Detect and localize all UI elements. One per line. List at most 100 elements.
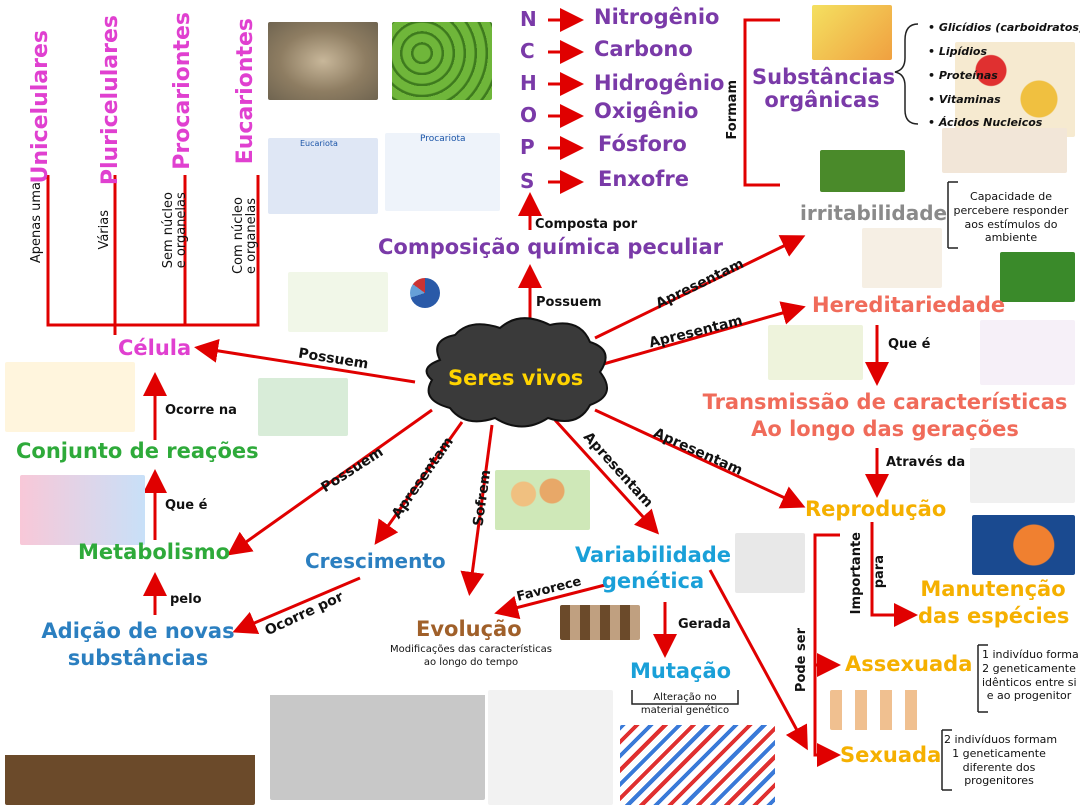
link-cresc-adicao xyxy=(232,576,361,634)
link-metab xyxy=(227,408,433,556)
organic-brace xyxy=(894,23,919,125)
repro-sex-desc: 2 indivíduos formam 1 geneticamente dife… xyxy=(944,733,1058,788)
chem-name-carbono: Carbono xyxy=(594,37,693,61)
organic-item-vitaminas: • Vitaminas xyxy=(928,93,1001,106)
hered-transmission: Transmissão de características Ao longo … xyxy=(702,390,1068,442)
eukaryote-diagram-image xyxy=(268,138,378,214)
cell-type-procariontes: Procariontes xyxy=(170,12,195,170)
reacoes-title: Conjunto de reações xyxy=(16,439,259,463)
metab-title: Metabolismo xyxy=(78,540,231,564)
chem-title: Composição química peculiar xyxy=(378,235,724,259)
organelles-image xyxy=(288,272,388,332)
pedigree-image xyxy=(980,320,1075,385)
repro-important-label: Importante xyxy=(849,532,864,615)
heredity-tree-image xyxy=(768,325,863,380)
mutation-title: Mutação xyxy=(630,659,732,683)
reflex-image xyxy=(942,128,1067,173)
variab-title: Variabilidade genética xyxy=(574,543,732,594)
repro-sex: Sexuada xyxy=(840,743,942,767)
venus-flytrap-image xyxy=(1000,252,1075,302)
chem-name-fosforo: Fósforo xyxy=(598,132,687,156)
organic-item-lipidios: • Lipídios xyxy=(928,45,988,58)
organic-title: Substâncias orgânicas xyxy=(752,65,896,113)
growth-title: Crescimento xyxy=(305,549,446,573)
plant-sensitive-image xyxy=(820,150,905,192)
eukaryote-diagram-label: Eucariota xyxy=(300,139,338,148)
link-var xyxy=(553,418,660,535)
center-label: Seres vivos xyxy=(448,366,584,390)
organic-bracket xyxy=(743,18,780,187)
pie-chart-image xyxy=(410,278,440,308)
family-tree-image xyxy=(862,228,942,288)
link-var-sex xyxy=(708,569,808,751)
organic-item-glicidios: • Glicídios (carboidratos) xyxy=(928,21,1080,34)
evolution-title: Evolução xyxy=(416,617,522,641)
irrit-desc-box xyxy=(947,181,958,249)
food-photo-image xyxy=(955,42,1075,137)
chem-name-oxigenio: Oxigênio xyxy=(594,99,699,123)
cell-bracket xyxy=(46,175,260,327)
asex-desc-box xyxy=(977,644,988,713)
children-image xyxy=(495,470,590,530)
organic-item-acidos: • Ácidos Nucleicos xyxy=(928,116,1043,129)
link-evol xyxy=(460,424,494,596)
adicao-link-label: pelo xyxy=(170,592,202,607)
link-label-possuem-chem: Possuem xyxy=(536,295,602,310)
irrit-title: irritabilidade xyxy=(800,201,948,225)
bird-beaks-image xyxy=(735,533,805,593)
center-cloud xyxy=(425,317,609,428)
seedlings-image xyxy=(5,680,255,805)
variab-gerada-label: Gerada xyxy=(678,617,731,632)
hered-through-label: Através da xyxy=(886,455,966,470)
chem-name-hidrogenio: Hidrogênio xyxy=(594,71,725,95)
repro-asex: Assexuada xyxy=(845,652,973,676)
chem-symbol-p: P xyxy=(520,135,535,159)
cell-sub-varias: Várias xyxy=(97,210,112,250)
chem-symbol-o: O xyxy=(520,103,538,127)
cell-division-image xyxy=(970,448,1075,503)
cell-title: Célula xyxy=(118,336,192,360)
hered-title: Hereditariedade xyxy=(812,293,1006,317)
mut-desc-box xyxy=(631,690,739,705)
link-cresc xyxy=(374,421,464,545)
cell-sub-com-nucleo: Com núcleo e organelas xyxy=(231,197,259,275)
phylogeny-tree-image xyxy=(488,690,613,805)
evolution-desc: Modificações das características ao long… xyxy=(390,644,552,668)
cell-sub-apenas-uma: Apenas uma xyxy=(29,182,44,264)
body-metabolism-image xyxy=(5,362,135,432)
chem-symbol-c: C xyxy=(520,39,535,63)
cell-sub-sem-nucleo: Sem núcleo e organelas xyxy=(161,192,189,269)
hered-link-label: Que é xyxy=(888,337,931,352)
link-cell xyxy=(194,338,416,384)
link-var-evol xyxy=(494,583,606,620)
chem-symbol-n: N xyxy=(520,7,537,31)
repro-pode-label: Pode ser xyxy=(794,628,809,693)
reacoes-link-label: Ocorre na xyxy=(165,403,237,418)
chem-name-nitrogenio: Nitrogênio xyxy=(594,5,720,29)
link-repro xyxy=(594,408,806,509)
irrit-desc: Capacidade de percebere responder aos es… xyxy=(953,190,1069,245)
link-repro-maint xyxy=(870,522,918,627)
sperm-egg-image xyxy=(972,515,1075,575)
mitochondria-image xyxy=(258,378,348,436)
cell-type-eucariontes: Eucariontes xyxy=(233,18,258,165)
cell-type-pluricelulares: Pluricelulares xyxy=(98,15,123,186)
link-irrit xyxy=(594,235,806,340)
budding-image xyxy=(830,690,930,730)
repro-asex-desc: 1 indivíduo forma 2 geneticamente idênti… xyxy=(982,648,1079,703)
chem-symbol-s: S xyxy=(520,169,535,193)
prokaryote-diagram-image xyxy=(385,133,500,211)
chem-link-label: Composta por xyxy=(535,217,638,232)
organic-link-label: Formam xyxy=(725,80,740,140)
sex-desc-box xyxy=(941,729,952,791)
cell-type-unicelulares: Unicelulares xyxy=(28,30,53,184)
repro-para-label: para xyxy=(872,555,887,589)
mutation-desc: Alteração no material genético xyxy=(640,692,730,716)
repro-maint: Manutenção das espécies xyxy=(918,577,1070,629)
human-evolution-image xyxy=(270,650,485,800)
link-hered xyxy=(599,301,806,367)
dna-mutation-image xyxy=(620,725,775,805)
paramecium-image xyxy=(268,22,378,100)
